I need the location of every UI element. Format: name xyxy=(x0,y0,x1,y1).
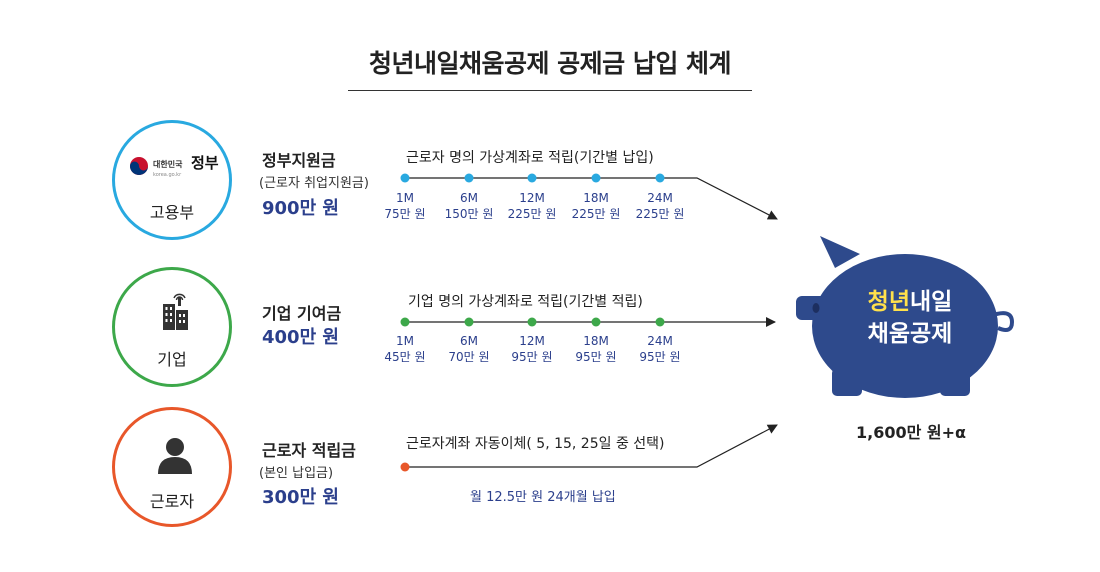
tick-month: 6M xyxy=(460,334,478,348)
tick-label: 6M 150만 원 xyxy=(434,190,504,222)
tick-month: 1M xyxy=(396,334,414,348)
circle-label-company: 기업 xyxy=(157,350,187,369)
flow-caption-worker: 근로자계좌 자동이체( 5, 15, 25일 중 선택) xyxy=(406,436,665,452)
source-sub-government: (근로자 취업지원금) xyxy=(259,176,369,191)
tick-label: 18M 95만 원 xyxy=(561,333,631,365)
source-name-company: 기업 기여금 xyxy=(262,304,342,323)
tick-label: 1M 75만 원 xyxy=(370,190,440,222)
company-circle: 기업 xyxy=(112,267,232,387)
flow-dot-company xyxy=(400,317,410,327)
page-title: 청년내일채움공제 공제금 납입 체계 xyxy=(368,49,732,78)
flow-dot-government xyxy=(655,173,665,183)
person-icon xyxy=(156,436,194,474)
tick-month: 18M xyxy=(583,191,609,205)
source-amount-government: 900만 원 xyxy=(262,198,339,219)
tick-value: 150만 원 xyxy=(444,207,494,221)
source-name-government: 정부지원금 xyxy=(262,151,336,170)
total-amount: 1,600만 원+α xyxy=(856,423,967,442)
circle-label-government: 고용부 xyxy=(149,203,195,222)
government-circle: 대한민국 정부 korea.go.kr 고용부 xyxy=(112,120,232,240)
tick-value: 225만 원 xyxy=(571,207,621,221)
worker-payment-note: 월 12.5만 원 24개월 납입 xyxy=(470,490,616,505)
flow-dot-government xyxy=(464,173,474,183)
tick-month: 24M xyxy=(647,334,673,348)
piggy-label-rest: 내일 xyxy=(910,289,953,315)
flow-dot-company xyxy=(464,317,474,327)
building-icon xyxy=(161,292,191,332)
tick-value: 45만 원 xyxy=(384,350,426,364)
korea-government-logo-icon xyxy=(127,153,217,181)
worker-circle: 근로자 xyxy=(112,407,232,527)
source-amount-worker: 300만 원 xyxy=(262,487,339,508)
tick-value: 95만 원 xyxy=(639,350,681,364)
source-name-worker: 근로자 적립금 xyxy=(262,441,356,460)
flow-caption-company: 기업 명의 가상계좌로 적립(기간별 적립) xyxy=(408,294,643,310)
flow-dot-government xyxy=(591,173,601,183)
tick-month: 24M xyxy=(647,191,673,205)
tick-label: 24M 95만 원 xyxy=(625,333,695,365)
piggy-bank-icon xyxy=(796,236,1015,398)
logo-url-text: korea.go.kr xyxy=(153,172,182,178)
flow-dot-company xyxy=(591,317,601,327)
source-amount-company: 400만 원 xyxy=(262,327,339,348)
tick-value: 95만 원 xyxy=(575,350,617,364)
title-underline xyxy=(348,90,752,91)
tick-value: 225만 원 xyxy=(507,207,557,221)
flow-line-worker xyxy=(405,424,778,468)
flow-dot-government xyxy=(527,173,537,183)
flow-dot-company xyxy=(655,317,665,327)
tick-month: 18M xyxy=(583,334,609,348)
tick-value: 225만 원 xyxy=(635,207,685,221)
flow-line-government xyxy=(405,177,778,220)
tick-label: 1M 45만 원 xyxy=(370,333,440,365)
tick-value: 75만 원 xyxy=(384,207,426,221)
tick-label: 12M 95만 원 xyxy=(497,333,567,365)
tick-value: 95만 원 xyxy=(511,350,553,364)
piggy-label-line2: 채움공제 xyxy=(867,321,953,347)
tick-label: 18M 225만 원 xyxy=(561,190,631,222)
circle-label-worker: 근로자 xyxy=(149,492,195,511)
tick-label: 6M 70만 원 xyxy=(434,333,504,365)
tick-value: 70만 원 xyxy=(448,350,490,364)
flow-dot-company xyxy=(527,317,537,327)
tick-month: 1M xyxy=(396,191,414,205)
logo-text-small: 대한민국 xyxy=(153,160,183,169)
tick-month: 6M xyxy=(460,191,478,205)
piggy-label-highlight: 청년 xyxy=(867,289,910,315)
source-sub-worker: (본인 납입금) xyxy=(259,466,334,481)
tick-month: 12M xyxy=(519,191,545,205)
tick-month: 12M xyxy=(519,334,545,348)
tick-label: 12M 225만 원 xyxy=(497,190,567,222)
flow-dot-worker xyxy=(400,462,410,472)
flow-caption-government: 근로자 명의 가상계좌로 적립(기간별 납입) xyxy=(406,150,654,166)
piggy-bank-label: 청년내일 채움공제 xyxy=(820,286,1000,350)
flow-dot-government xyxy=(400,173,410,183)
logo-text-big: 정부 xyxy=(191,154,219,172)
tick-label: 24M 225만 원 xyxy=(625,190,695,222)
